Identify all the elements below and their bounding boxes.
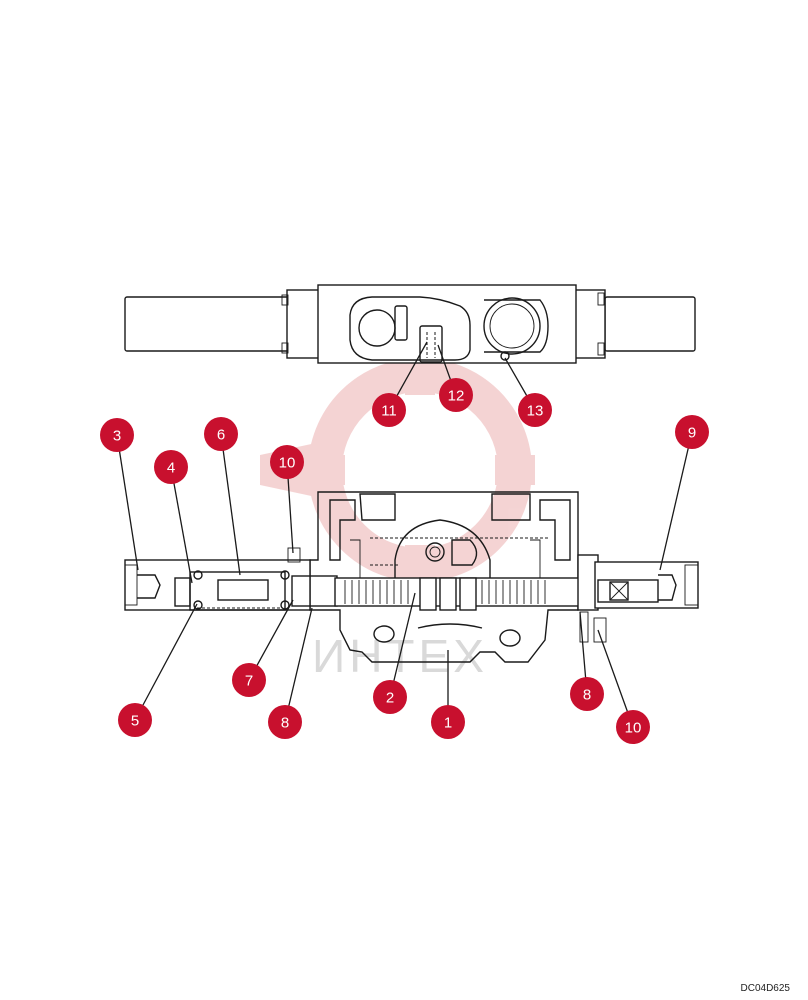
section-view — [124, 491, 699, 663]
drawing-code: DC04D625 — [740, 983, 790, 994]
callout-12: 12 — [439, 378, 473, 412]
callout-11: 11 — [372, 393, 406, 427]
callout-2: 2 — [373, 680, 407, 714]
callout-10-right-label: 10 — [625, 720, 642, 737]
callout-2-label: 2 — [386, 690, 394, 707]
callout-13-label: 13 — [527, 403, 544, 420]
callout-7-label: 7 — [245, 673, 253, 690]
callout-5-label: 5 — [131, 713, 139, 730]
top-view — [124, 284, 696, 364]
callout-10-left: 10 — [270, 445, 304, 479]
watermark-text: ИНТЕХ — [312, 630, 488, 682]
callout-4-label: 4 — [167, 460, 175, 477]
callout-10-right: 10 — [616, 710, 650, 744]
callout-8-left-label: 8 — [281, 715, 289, 732]
callout-1-label: 1 — [444, 715, 452, 732]
callout-9-label: 9 — [688, 425, 696, 442]
callout-8-left: 8 — [268, 705, 302, 739]
callout-1: 1 — [431, 705, 465, 739]
callout-4: 4 — [154, 450, 188, 484]
callout-10-left-label: 10 — [279, 455, 296, 472]
callout-8-right-label: 8 — [583, 687, 591, 704]
callout-6-label: 6 — [217, 427, 225, 444]
callout-9: 9 — [675, 415, 709, 449]
callout-12-label: 12 — [448, 388, 465, 405]
callout-6: 6 — [204, 417, 238, 451]
callout-13: 13 — [518, 393, 552, 427]
callout-7: 7 — [232, 663, 266, 697]
callout-5: 5 — [118, 703, 152, 737]
callout-8-right: 8 — [570, 677, 604, 711]
callout-11-label: 11 — [381, 403, 397, 420]
callout-3: 3 — [100, 418, 134, 452]
callout-3-label: 3 — [113, 428, 121, 445]
